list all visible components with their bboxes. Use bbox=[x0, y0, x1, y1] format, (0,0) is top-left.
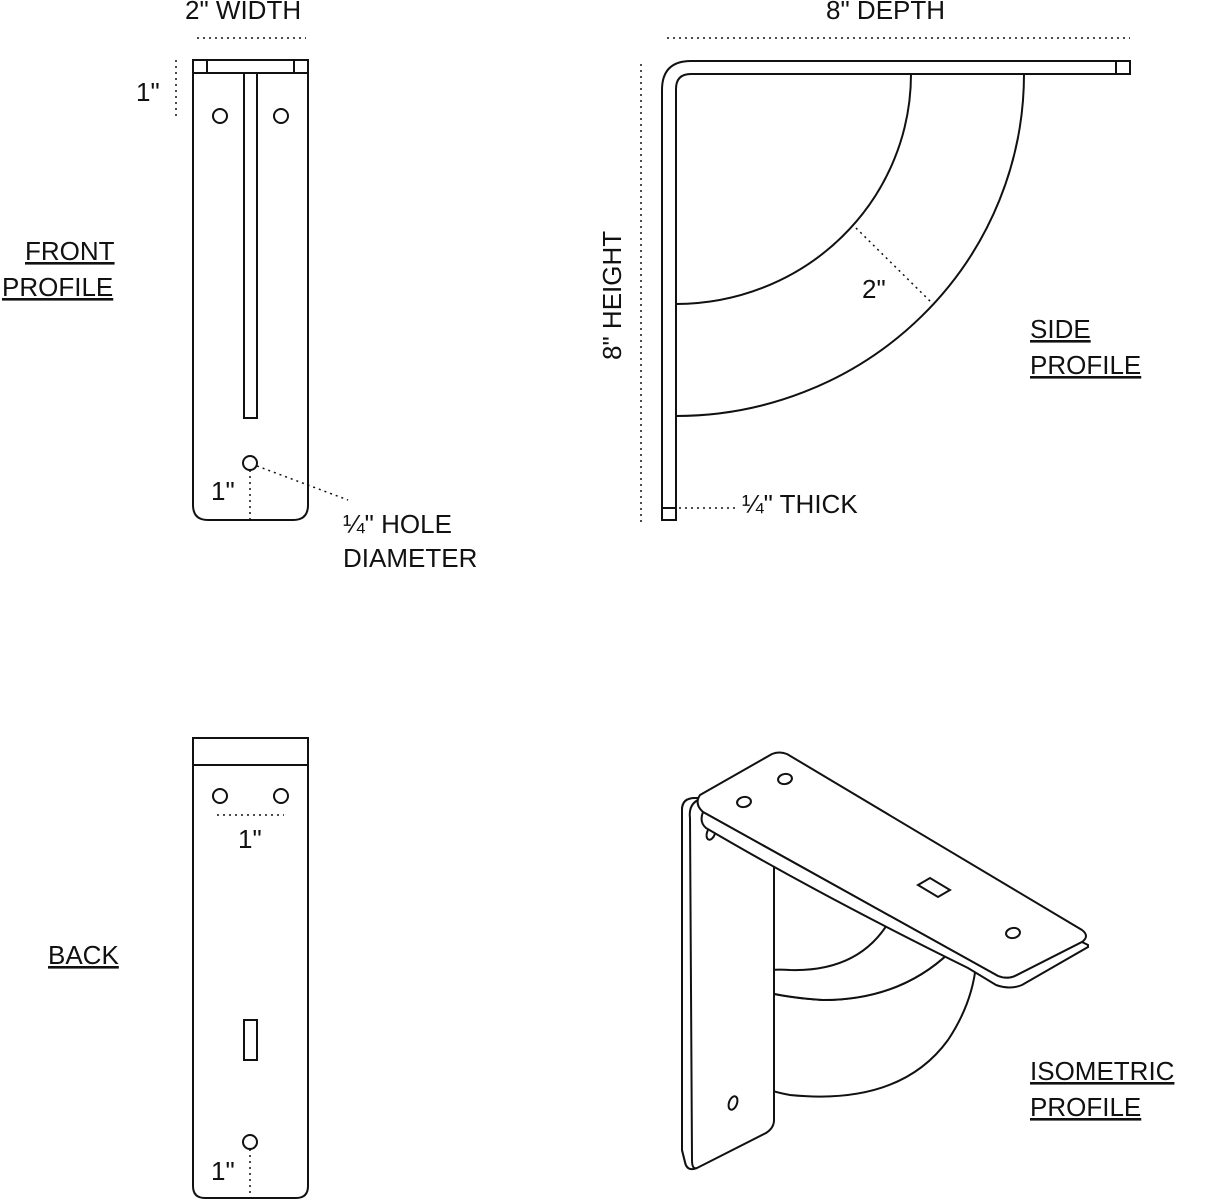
side-thick-label: ¼" THICK bbox=[742, 489, 858, 519]
iso-profile-title-line2: PROFILE bbox=[1030, 1092, 1141, 1122]
front-profile-view: 2" WIDTH 1" 1" ¼" HOLE DIAMETER FRONT PR… bbox=[2, 0, 477, 573]
iso-top-flange-edge bbox=[700, 810, 1089, 989]
back-plate-outline bbox=[192, 737, 309, 1199]
side-arc-width-dimension-line bbox=[855, 227, 935, 306]
back-center-slot bbox=[243, 1019, 258, 1061]
front-profile-title-line1: FRONT bbox=[25, 236, 115, 266]
front-hole-label-line1: ¼" HOLE bbox=[343, 509, 452, 539]
iso-profile-title-line1: ISOMETRIC bbox=[1030, 1056, 1174, 1086]
front-profile-title-line2: PROFILE bbox=[2, 272, 113, 302]
front-top-dimension-label: 1" bbox=[136, 77, 160, 107]
side-profile-view: 8" DEPTH 8" HEIGHT 2" ¼" THICK SIDE PROF… bbox=[597, 0, 1141, 524]
back-bottom-hole bbox=[242, 1134, 258, 1150]
side-l-bracket-outline bbox=[661, 60, 1131, 521]
front-hole-leader-line bbox=[256, 465, 349, 501]
front-bottom-hole bbox=[242, 455, 258, 471]
iso-vertical-plate-edge bbox=[681, 797, 704, 1171]
front-mounting-hole-right bbox=[273, 108, 289, 124]
front-center-web bbox=[243, 72, 258, 419]
front-bottom-dimension-label: 1" bbox=[211, 476, 235, 506]
back-mounting-hole-right bbox=[273, 788, 289, 804]
iso-flange-hole-1 bbox=[777, 772, 793, 786]
side-arc-width-label: 2" bbox=[862, 274, 886, 304]
back-view: 1" 1" BACK bbox=[48, 737, 309, 1199]
isometric-profile-view: ISOMETRIC PROFILE bbox=[681, 751, 1174, 1171]
iso-flange-hole-3 bbox=[1005, 926, 1021, 940]
front-width-label: 2" WIDTH bbox=[185, 0, 301, 25]
front-mounting-hole-left bbox=[212, 108, 228, 124]
back-bottom-dimension-label: 1" bbox=[211, 1156, 235, 1186]
iso-vertical-hole-bottom bbox=[727, 1095, 739, 1111]
back-hole-spacing-label: 1" bbox=[238, 824, 262, 854]
side-height-label: 8" HEIGHT bbox=[597, 231, 627, 360]
iso-flange-hole-2 bbox=[736, 795, 752, 809]
side-inner-arc bbox=[675, 73, 912, 305]
front-hole-label-line2: DIAMETER bbox=[343, 543, 477, 573]
side-profile-title-line1: SIDE bbox=[1030, 314, 1091, 344]
back-mounting-hole-left bbox=[212, 788, 228, 804]
side-depth-label: 8" DEPTH bbox=[826, 0, 945, 25]
back-title: BACK bbox=[48, 940, 119, 970]
side-outer-arc bbox=[675, 73, 1025, 417]
side-profile-title-line2: PROFILE bbox=[1030, 350, 1141, 380]
iso-flange-slot bbox=[916, 876, 952, 899]
